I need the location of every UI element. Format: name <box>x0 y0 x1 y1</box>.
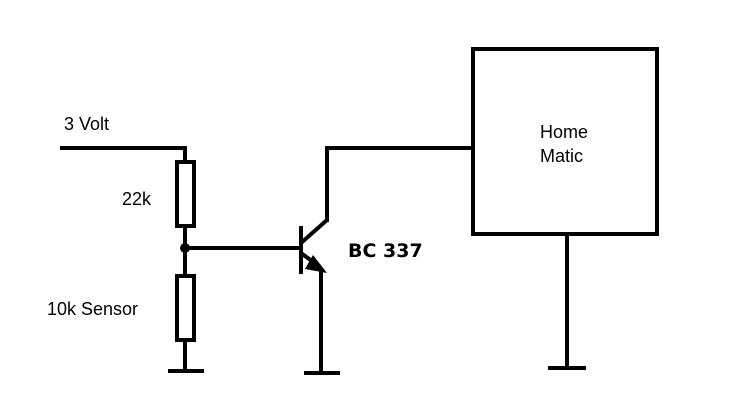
transistor-collector-leg <box>299 218 329 245</box>
transistor-label: BC 337 <box>348 240 423 262</box>
resistor-10k-sensor <box>175 274 196 342</box>
resistor-22k <box>175 160 196 228</box>
homematic-label-line2: Matic <box>540 146 583 166</box>
homematic-label-line1: Home <box>540 122 588 142</box>
supply-label: 3 Volt <box>64 114 109 134</box>
resistor-22k-label: 22k <box>122 189 152 209</box>
resistor-10k-sensor-label: 10k Sensor <box>47 299 138 319</box>
